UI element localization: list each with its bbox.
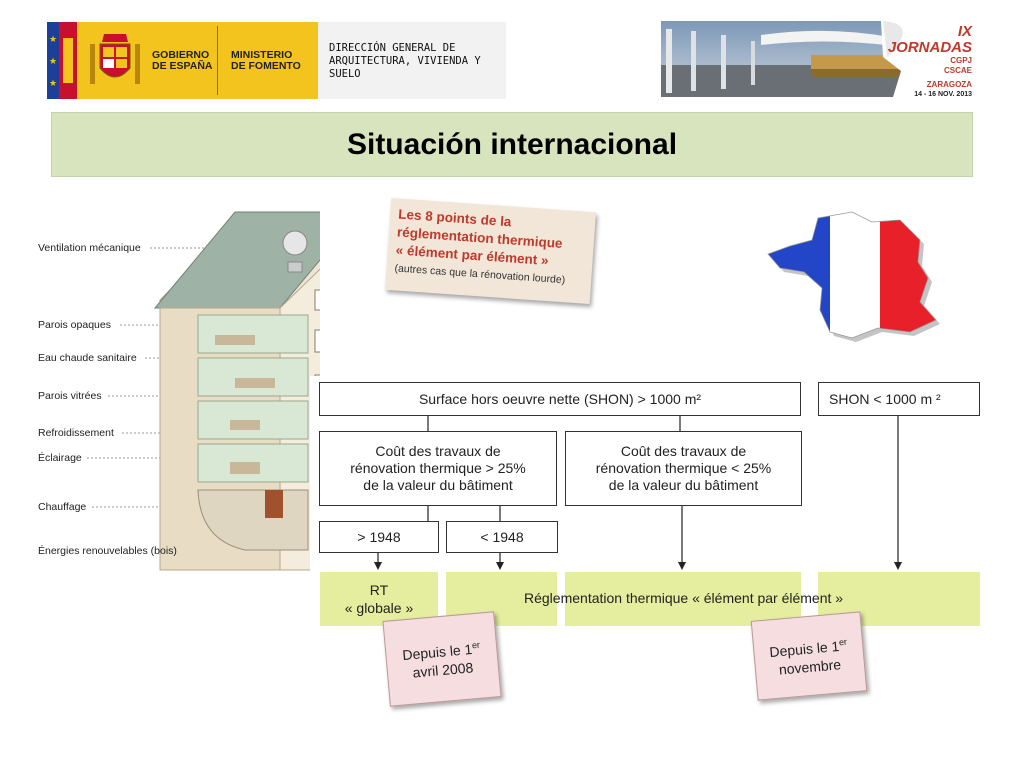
label-lighting: Éclairage xyxy=(38,452,82,464)
ministry-line1: MINISTERIO xyxy=(231,49,293,61)
shon-lt-1000-box: SHON < 1000 m ² xyxy=(818,382,980,416)
title-bar: Situación internacional xyxy=(51,112,973,177)
rt-element-box-middle xyxy=(565,572,801,626)
regulation-flowchart: Surface hors oeuvre nette (SHON) > 1000 … xyxy=(310,376,1000,716)
label-glazed-walls: Parois vitrées xyxy=(38,390,102,402)
event-org1: CGPJ xyxy=(950,56,972,65)
svg-text:★: ★ xyxy=(49,34,57,44)
label-heating: Chauffage xyxy=(38,501,87,513)
since-april-line2: avril 2008 xyxy=(412,659,474,681)
event-title: IX JORNADAS xyxy=(887,23,972,56)
event-org2: CSCAE xyxy=(943,66,972,75)
rt-globale-line2: « globale » xyxy=(344,600,414,616)
gov-name-line1: GOBIERNO xyxy=(152,49,210,61)
eu-flag-icon: ★ ★ ★ xyxy=(47,22,77,99)
gov-name-line2: DE ESPAÑA xyxy=(152,60,213,72)
rt-globale-line1: RT xyxy=(369,582,389,598)
cost-gt-line2: rénovation thermique > 25% xyxy=(350,460,526,476)
svg-text:★: ★ xyxy=(49,56,57,66)
cost-gt-25-box: Coût des travaux de rénovation thermique… xyxy=(319,431,557,506)
ministry-line2: DE FOMENTO xyxy=(231,60,301,72)
gov-divider xyxy=(217,26,218,95)
house-drawing xyxy=(87,211,320,571)
svg-text:★: ★ xyxy=(49,78,57,88)
label-ventilation: Ventilation mécanique xyxy=(38,242,141,254)
house-illustration: Ventilation mécanique Parois opaques Eau… xyxy=(30,190,320,590)
cost-gt-line3: de la valeur du bâtiment xyxy=(363,477,513,493)
after-1948-box: > 1948 xyxy=(319,521,439,553)
rt-element-label: Réglementation thermique « élément par é… xyxy=(524,590,844,606)
ministry-name: MINISTERIO DE FOMENTO xyxy=(231,50,301,72)
event-dates: 14 - 16 NOV. 2013 xyxy=(914,91,972,98)
rt-globale-box: RT « globale » xyxy=(320,572,438,626)
coat-of-arms-icon xyxy=(90,34,140,84)
gov-name: GOBIERNO DE ESPAÑA xyxy=(152,50,212,72)
label-hot-water: Eau chaude sanitaire xyxy=(38,352,137,364)
label-renewables: Énergies renouvelables (bois) xyxy=(38,545,177,557)
eight-points-card: Les 8 points de la réglementation thermi… xyxy=(385,197,596,305)
since-november-note: Depuis le 1er novembre xyxy=(750,611,868,701)
since-april-sup: er xyxy=(471,639,481,651)
label-opaque-walls: Parois opaques xyxy=(38,319,111,331)
event-text: IX JORNADAS CGPJ CSCAE ZARAGOZA 14 - 16 … xyxy=(886,24,972,99)
before-1948-box: < 1948 xyxy=(446,521,558,553)
directorate-name: DIRECCIÓN GENERAL DE ARQUITECTURA, VIVIE… xyxy=(329,42,481,80)
event-banner xyxy=(661,21,973,97)
since-nov-sup: er xyxy=(838,636,848,648)
event-city: ZARAGOZA xyxy=(926,80,972,89)
shon-gt-1000-box: Surface hors oeuvre nette (SHON) > 1000 … xyxy=(319,382,801,416)
france-flag-map-icon xyxy=(767,211,940,342)
since-april-2008-note: Depuis le 1er avril 2008 xyxy=(382,611,502,707)
cost-lt-line2: rénovation thermique < 25% xyxy=(595,460,772,476)
label-cooling: Refroidissement xyxy=(38,427,114,439)
cost-lt-25-box: Coût des travaux de rénovation thermique… xyxy=(565,431,802,506)
cost-lt-line3: de la valeur du bâtiment xyxy=(608,477,759,493)
cost-gt-line1: Coût des travaux de xyxy=(375,443,501,459)
cost-lt-line1: Coût des travaux de xyxy=(620,443,747,459)
slide-title: Situación internacional xyxy=(346,128,678,161)
